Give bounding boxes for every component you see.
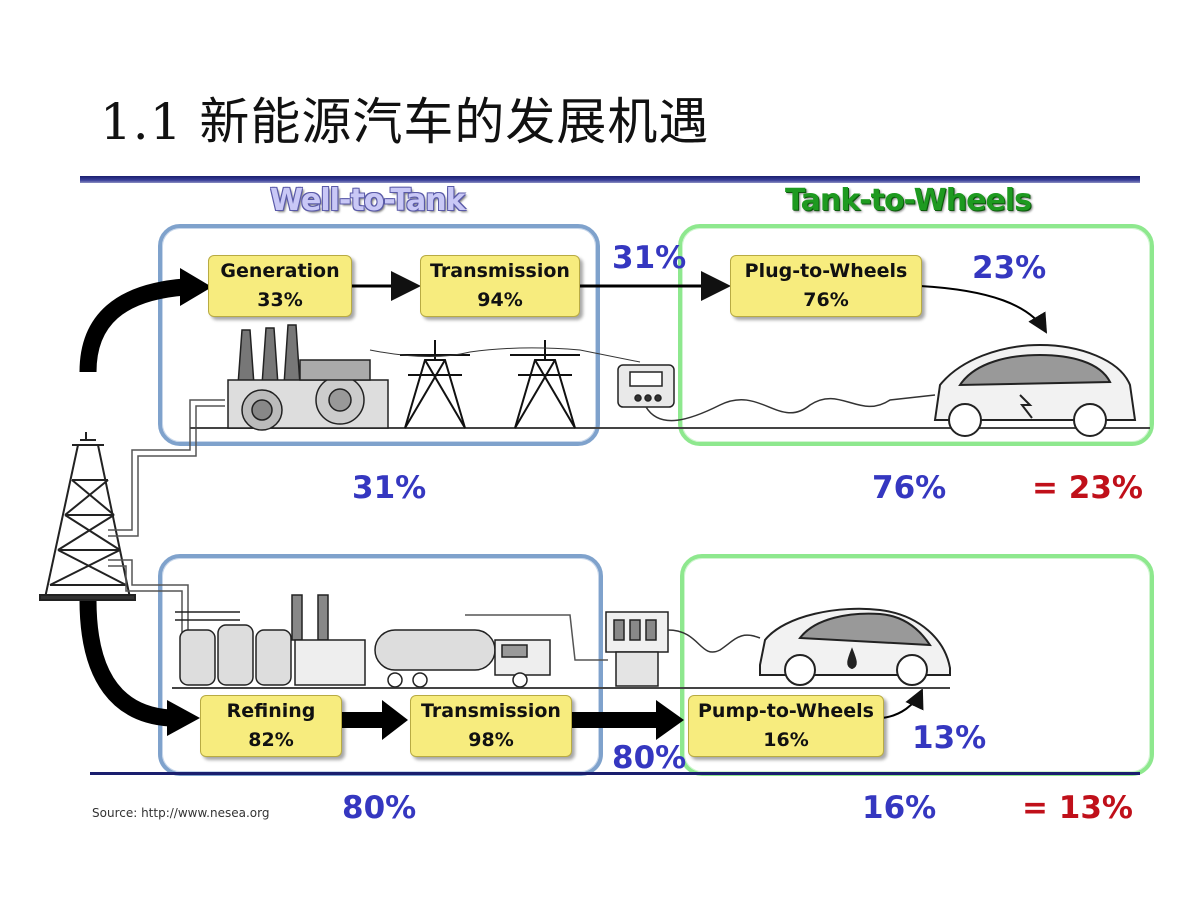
- power-plant-icon: [227, 324, 389, 431]
- transmission-tower-icon: [400, 340, 580, 429]
- stage-value: 33%: [257, 289, 303, 311]
- stage-name: Generation: [220, 259, 340, 282]
- section-tank-to-wheels: Tank-to-Wheels: [785, 183, 1032, 218]
- curved-arrow-up-icon: [79, 278, 186, 373]
- stage-name: Plug-to-Wheels: [744, 259, 908, 282]
- pipeline-icon: [108, 399, 225, 640]
- arrow-refining-transmission-icon: [340, 712, 385, 728]
- electric-well-to-tank-frame: [158, 224, 600, 446]
- electric-well-to-tank-result: 31%: [612, 240, 687, 276]
- arrow-plug-to-car-icon: [919, 285, 1048, 334]
- stage-pump-to-wheels: Pump-to-Wheels 16%: [688, 695, 884, 757]
- electric-tank-to-wheels-frame: [678, 224, 1154, 446]
- stage-name: Transmission: [421, 699, 561, 722]
- oil-derrick-icon: [39, 432, 136, 601]
- gasoline-summary-ttw: 16%: [862, 790, 937, 826]
- stage-name: Transmission: [430, 259, 570, 282]
- gasoline-summary-wtt: 80%: [342, 790, 417, 826]
- title-rule: [80, 176, 1140, 183]
- gasoline-well-to-tank-result: 80%: [612, 740, 687, 776]
- page-title: 1.1 新能源汽车的发展机遇: [100, 93, 710, 151]
- gasoline-tank-to-wheels-result: 13%: [912, 720, 987, 756]
- stage-transmission-electric: Transmission 94%: [420, 255, 580, 317]
- refinery-icon: [175, 594, 366, 686]
- electric-summary-total: = 23%: [1032, 470, 1143, 506]
- stage-value: 94%: [477, 289, 523, 311]
- stage-value: 82%: [248, 729, 294, 751]
- charging-station-icon: [617, 364, 675, 408]
- tanker-truck-icon: [374, 629, 551, 688]
- stage-plug-to-wheels: Plug-to-Wheels 76%: [730, 255, 922, 317]
- stage-name: Refining: [226, 699, 316, 722]
- source-note: Source: http://www.nesea.org: [92, 806, 270, 820]
- arrow-pump-to-car-icon: [881, 688, 924, 719]
- arrow-transmission-pump-icon: [570, 712, 660, 728]
- curved-arrow-up-head-icon: [180, 268, 212, 306]
- stage-value: 16%: [763, 729, 809, 751]
- gasoline-summary-total: = 13%: [1022, 790, 1133, 826]
- electric-tank-to-wheels-result: 23%: [972, 250, 1047, 286]
- curved-arrow-down-head-icon: [167, 700, 200, 736]
- electric-summary-wtt: 31%: [352, 470, 427, 506]
- electric-car-icon: [933, 343, 1137, 437]
- stage-transmission-gasoline: Transmission 98%: [410, 695, 572, 757]
- stage-value: 98%: [468, 729, 514, 751]
- stage-refining: Refining 82%: [200, 695, 342, 757]
- stage-value: 76%: [803, 289, 849, 311]
- fuel-pump-icon: [605, 611, 669, 687]
- stage-name: Pump-to-Wheels: [698, 699, 874, 722]
- bottom-rule: [90, 772, 1140, 775]
- section-well-to-tank: Well-to-Tank: [270, 183, 466, 218]
- gasoline-car-icon: [759, 607, 951, 686]
- electric-summary-ttw: 76%: [872, 470, 947, 506]
- curved-arrow-down-icon: [79, 599, 171, 727]
- stage-generation: Generation 33%: [208, 255, 352, 317]
